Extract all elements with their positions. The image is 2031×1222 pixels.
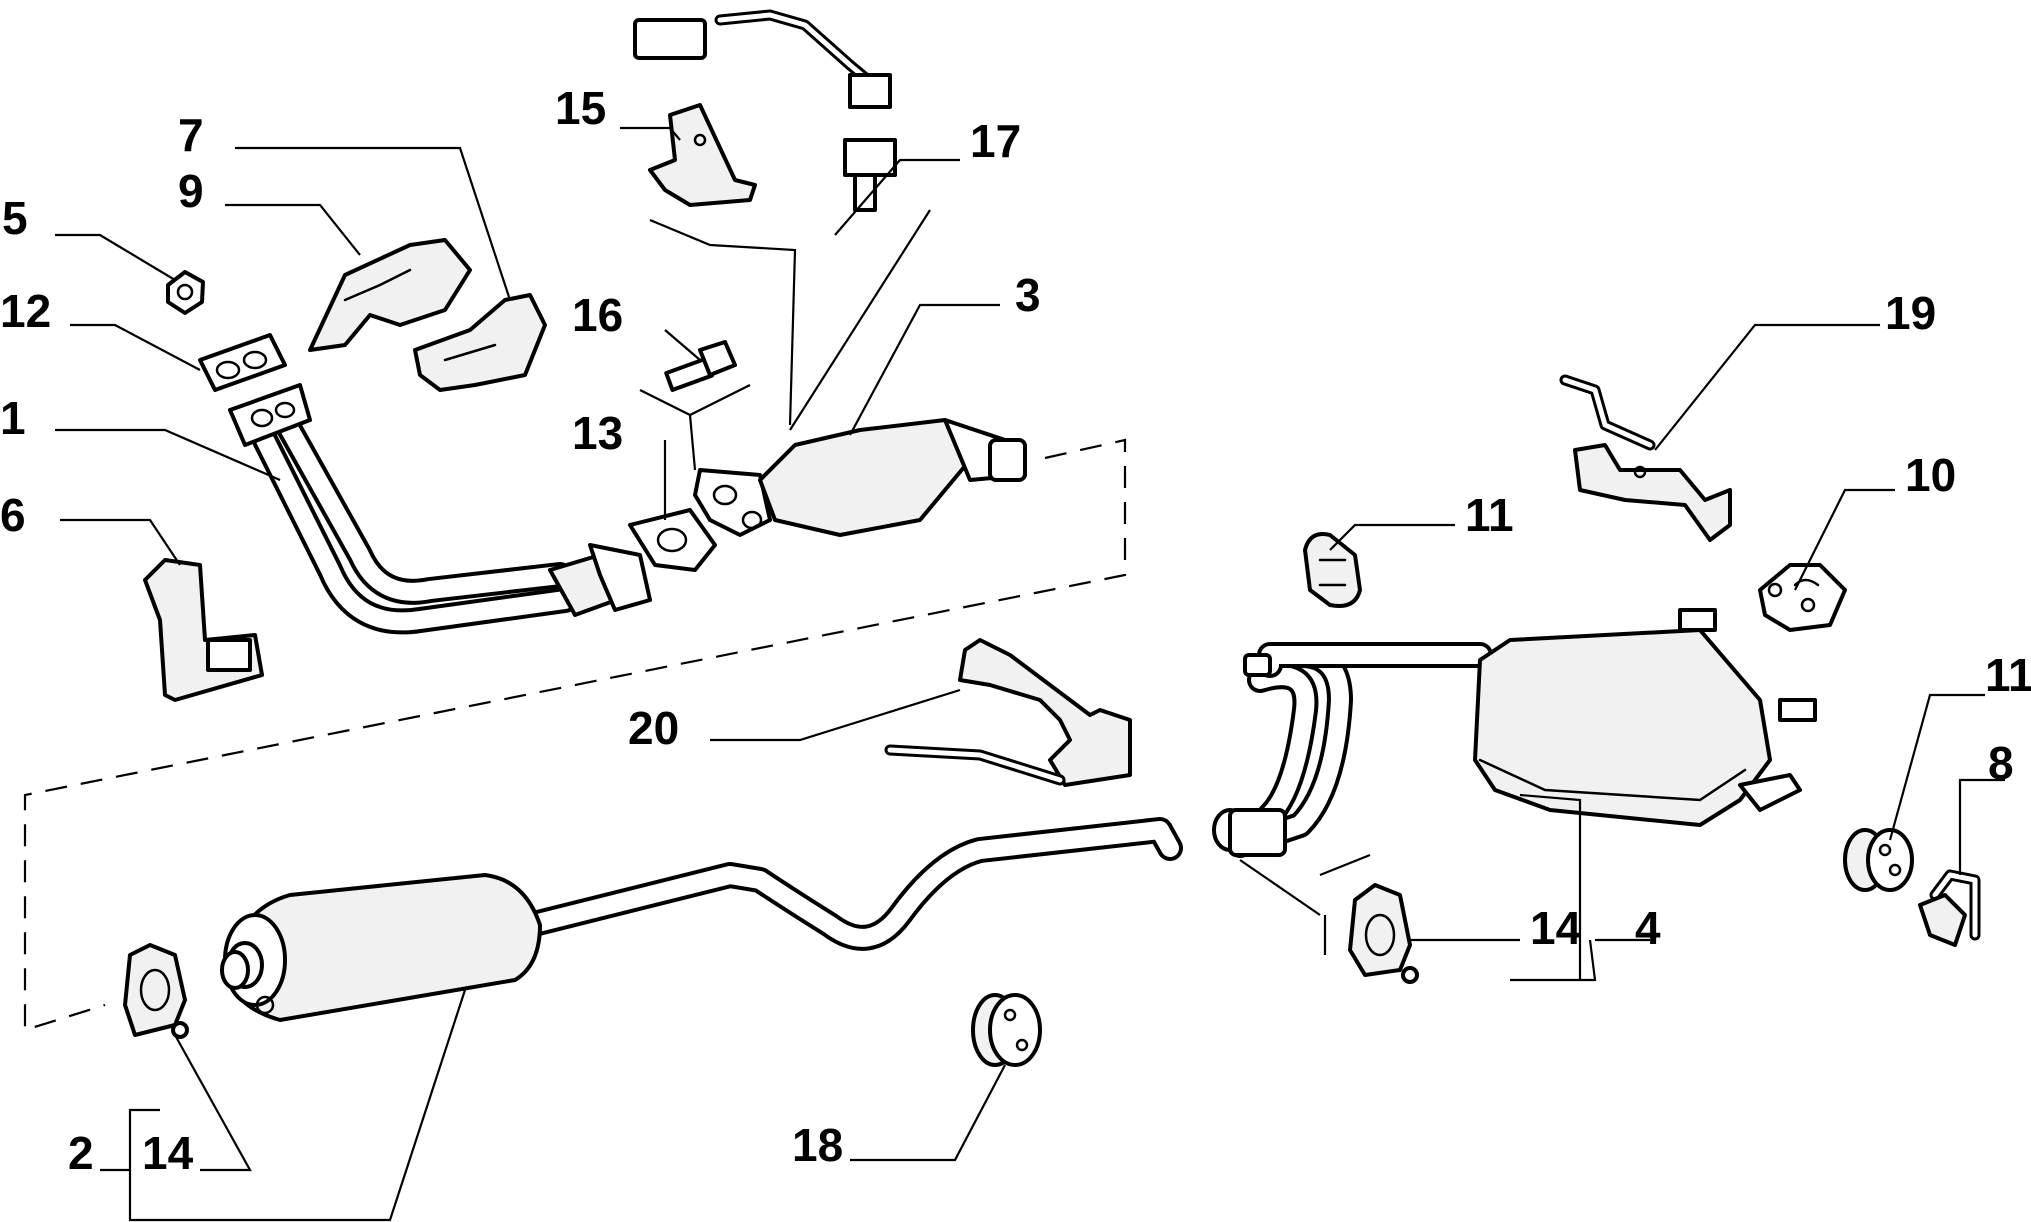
catalyst-gasket xyxy=(628,508,717,572)
sensor-bracket xyxy=(648,103,757,207)
callout-3: 3 xyxy=(1015,269,1041,321)
callout-9: 9 xyxy=(178,165,204,217)
heat-shield-upper xyxy=(308,238,472,352)
rubber-mount xyxy=(1758,563,1847,632)
rubber-hanger-right xyxy=(1843,828,1914,892)
front-exhaust-pipe xyxy=(228,383,652,635)
callout-16: 16 xyxy=(572,289,624,341)
catalytic-converter xyxy=(693,418,1027,537)
clamp-left xyxy=(123,943,189,1039)
sensor-bracket-rear xyxy=(1559,374,1732,542)
callout-10: 10 xyxy=(1905,449,1957,501)
clamp-right xyxy=(1348,883,1419,984)
callout-15: 15 xyxy=(555,82,607,134)
callout-4: 4 xyxy=(1635,902,1661,954)
callout-18: 18 xyxy=(792,1119,844,1171)
callout-11-right: 11 xyxy=(1985,649,2031,701)
rear-muffler xyxy=(1212,608,1817,858)
callout-1: 1 xyxy=(0,392,26,444)
leader-lines xyxy=(55,126,2005,1222)
callout-7: 7 xyxy=(178,109,204,161)
central-silencer xyxy=(220,817,1183,1022)
callout-6: 6 xyxy=(0,489,26,541)
support-bracket xyxy=(143,558,264,702)
oxygen-sensor xyxy=(633,9,897,212)
assembly-dashed-outline xyxy=(23,438,1127,1032)
pipe-clamp xyxy=(1918,869,1981,947)
callout-14-right: 14 xyxy=(1530,902,1582,954)
manifold-gasket xyxy=(198,333,287,392)
nut xyxy=(166,270,205,315)
callout-2: 2 xyxy=(68,1127,94,1179)
bolt xyxy=(664,340,737,392)
callout-11-upper: 11 xyxy=(1465,489,1514,541)
callout-14-left: 14 xyxy=(142,1127,194,1179)
heat-shield-lower xyxy=(413,293,547,392)
rubber-hanger-upper xyxy=(1303,532,1362,608)
callout-8: 8 xyxy=(1988,737,2014,789)
callout-19: 19 xyxy=(1885,287,1937,339)
callout-17: 17 xyxy=(970,115,1022,167)
callout-5: 5 xyxy=(2,192,28,244)
callout-20: 20 xyxy=(628,702,680,754)
hanger-bracket xyxy=(884,638,1132,787)
rubber-hanger-lower xyxy=(971,993,1042,1067)
callout-12: 12 xyxy=(0,285,52,337)
callout-13: 13 xyxy=(572,407,624,459)
